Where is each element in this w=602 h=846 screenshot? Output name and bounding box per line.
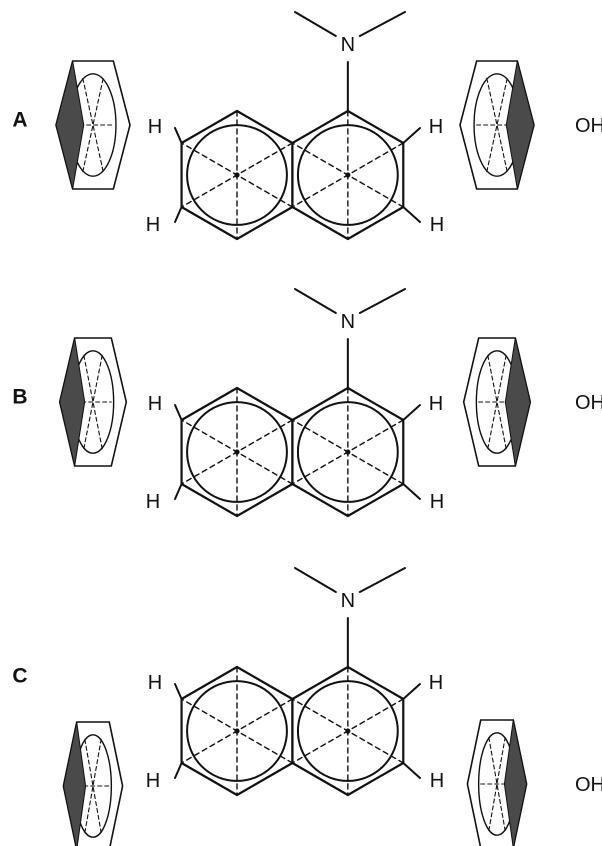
nitrogen-label: N [341,311,355,333]
hydrogen-top-right: H [429,672,443,694]
hydrogen-bottom-right: H [430,214,444,236]
side-ring-axis-B-right-2 [487,354,507,450]
h-bond-bottom-right [402,762,421,779]
h-bond-top-left [174,127,183,144]
panel-a: A N H H H H OH [12,11,602,241]
hydroxyl-label: OH [575,774,602,796]
hydrogen-bottom-left: H [146,491,160,513]
h-bond-bottom-right [402,483,421,500]
panel-label-c: C [12,665,27,688]
ring-center-dot-B-left [234,449,240,455]
panel-label-b: B [12,386,27,409]
side-ring-wedge-C-right [503,719,528,846]
side-ring-axis-C-right-0 [488,736,506,832]
ring-center-dot-B-right [345,449,351,455]
h-bond-bottom-left [174,206,183,223]
ring-center-dot-A-left [234,172,240,178]
panel-c: C N H H H H OH [12,567,602,846]
side-ring-wedge-B-right [504,337,531,467]
hydroxyl-label: OH [575,115,602,137]
hydrogen-top-left: H [148,672,162,694]
side-ring-axis-A-right-2 [486,77,508,173]
hydroxyl-label: OH [575,392,602,414]
h-bond-top-right [402,683,421,700]
side-ring-axis-C-right-2 [488,736,506,832]
ring-center-dot-A-right [345,172,351,178]
hydrogen-top-left: H [148,393,162,415]
methyl-bond-left [294,567,337,593]
side-ring-axis-B-left-0 [83,354,103,450]
hydrogen-top-left: H [148,116,162,138]
hydrogen-bottom-right: H [430,770,444,792]
side-ring-axis-C-left-2 [84,738,102,834]
side-ring-axis-A-left-2 [82,77,104,173]
h-bond-top-right [402,404,421,421]
hydrogen-bottom-right: H [430,491,444,513]
h-bond-top-right [402,127,421,144]
nitrogen-label: N [341,590,355,612]
methyl-bond-right [358,11,406,37]
side-ring-wedge-A-left [55,60,85,190]
h-bond-bottom-right [402,206,421,223]
side-ring-wedge-B-left [59,337,86,467]
h-bond-top-left [174,683,183,700]
panel-b: B N H H H H OH [12,288,602,518]
hydrogen-bottom-left: H [146,770,160,792]
side-ring-axis-B-right-0 [487,354,507,450]
side-ring-wedge-C-left [62,721,87,846]
hydrogen-top-right: H [429,116,443,138]
h-bond-top-left [174,404,183,421]
hydrogen-bottom-left: H [146,214,160,236]
methyl-bond-left [294,11,337,37]
nitrogen-label: N [341,34,355,56]
h-bond-bottom-left [174,762,183,779]
ring-center-dot-C-right [345,728,351,734]
hydrogen-top-right: H [429,393,443,415]
ring-center-dot-C-left [234,728,240,734]
side-ring-axis-A-right-0 [486,77,508,173]
side-ring-axis-A-left-0 [82,77,104,173]
panel-label-a: A [12,109,27,132]
methyl-bond-right [358,567,406,593]
methyl-bond-left [294,288,337,314]
side-ring-wedge-A-right [505,60,535,190]
side-ring-axis-C-left-0 [84,738,102,834]
methyl-bond-right [358,288,406,314]
h-bond-bottom-left [174,483,183,500]
side-ring-axis-B-left-2 [83,354,103,450]
